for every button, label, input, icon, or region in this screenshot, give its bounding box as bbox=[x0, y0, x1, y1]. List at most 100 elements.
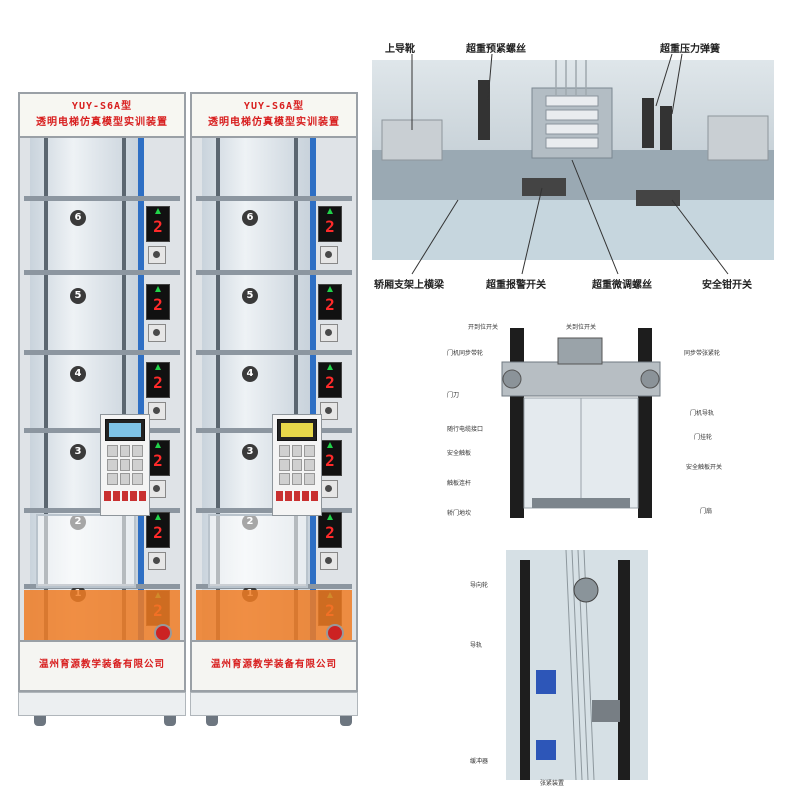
hall-call-button[interactable] bbox=[148, 552, 166, 570]
caster-wheel bbox=[164, 716, 176, 726]
cabinet-footer: 温州育源教学装备有限公司 bbox=[20, 640, 184, 690]
touch-screen[interactable] bbox=[105, 419, 145, 441]
car-door-operator-photo bbox=[492, 322, 670, 522]
floor-display: 2 bbox=[318, 512, 342, 548]
label-door-hanger: 门挂轮 bbox=[694, 434, 713, 441]
elevator-car bbox=[36, 514, 136, 588]
cabinet-plinth bbox=[18, 692, 186, 716]
floor-display: 2 bbox=[318, 440, 342, 476]
up-arrow-icon bbox=[155, 364, 161, 370]
floor-display: 2 bbox=[318, 362, 342, 398]
up-arrow-icon bbox=[327, 514, 333, 520]
hall-call-button[interactable] bbox=[320, 246, 338, 264]
shaft-illustration bbox=[506, 550, 648, 780]
label-sync-belt-tension-pulley: 同步带张紧轮 bbox=[684, 350, 721, 357]
floor-number: 5 bbox=[242, 288, 258, 304]
floor-number: 6 bbox=[242, 210, 258, 226]
floor-number: 6 bbox=[70, 210, 86, 226]
indicator-lights bbox=[104, 491, 146, 501]
hall-call-button[interactable] bbox=[148, 246, 166, 264]
up-arrow-icon bbox=[155, 286, 161, 292]
label-safety-edge: 安全触板 bbox=[447, 450, 472, 457]
label-close-limit-switch: 关到位开关 bbox=[566, 324, 597, 331]
cabinet-model: YUY-S6A型 bbox=[243, 101, 305, 112]
label-guide-pulley: 导向轮 bbox=[470, 582, 489, 589]
floor-display: 2 bbox=[146, 284, 170, 320]
label-door-panel: 门扇 bbox=[700, 508, 713, 515]
floor-beam bbox=[24, 270, 180, 275]
guide-rail bbox=[216, 138, 220, 642]
company-name: 温州育源教学装备有限公司 bbox=[210, 659, 337, 670]
floor-beam bbox=[24, 196, 180, 201]
door-operator-illustration bbox=[492, 322, 670, 522]
up-arrow-icon bbox=[327, 208, 333, 214]
hall-call-button[interactable] bbox=[148, 402, 166, 420]
up-arrow-icon bbox=[327, 364, 333, 370]
hall-call-button[interactable] bbox=[148, 324, 166, 342]
floor-display: 2 bbox=[318, 206, 342, 242]
floor-number: 5 bbox=[70, 288, 86, 304]
label-overload-preload-screw: 超重预紧螺丝 bbox=[466, 44, 526, 55]
hall-call-button[interactable] bbox=[320, 480, 338, 498]
control-panel[interactable] bbox=[272, 414, 322, 516]
floor-display: 2 bbox=[318, 284, 342, 320]
label-safety-edge-switch: 安全触板开关 bbox=[686, 464, 723, 471]
guide-rail bbox=[122, 138, 126, 642]
label-upper-guide-shoe: 上导靴 bbox=[385, 44, 415, 55]
hall-call-button[interactable] bbox=[320, 402, 338, 420]
touch-screen[interactable] bbox=[277, 419, 317, 441]
overload-device-photo bbox=[372, 60, 774, 260]
label-guide-rail: 导轨 bbox=[470, 642, 483, 649]
indicator-lights bbox=[276, 491, 318, 501]
label-overload-spring: 超重压力弹簧 bbox=[660, 44, 720, 55]
up-arrow-icon bbox=[327, 442, 333, 448]
floor-number: 4 bbox=[70, 366, 86, 382]
cabinet-header: YUY-S6A型 透明电梯仿真模型实训装置 bbox=[192, 94, 356, 138]
counterweight-rail bbox=[138, 138, 144, 642]
label-door-knife: 门刀 bbox=[447, 392, 460, 399]
guide-rail bbox=[44, 138, 48, 642]
label-buffer: 缓冲器 bbox=[470, 758, 489, 765]
label-door-guide-rail: 门机导轨 bbox=[690, 410, 715, 417]
floor-beam bbox=[196, 270, 352, 275]
floor-display: 2 bbox=[146, 362, 170, 398]
label-safety-gear-switch: 安全钳开关 bbox=[702, 280, 752, 291]
hall-call-button[interactable] bbox=[320, 552, 338, 570]
up-arrow-icon bbox=[155, 208, 161, 214]
floor-beam bbox=[196, 350, 352, 355]
cabinet-title: 透明电梯仿真模型实训装置 bbox=[36, 117, 168, 128]
hall-call-button[interactable] bbox=[148, 480, 166, 498]
control-panel[interactable] bbox=[100, 414, 150, 516]
keypad[interactable] bbox=[107, 445, 143, 485]
floor-number: 3 bbox=[242, 444, 258, 460]
guide-rail bbox=[294, 138, 298, 642]
label-door-sill: 轿门地坎 bbox=[447, 510, 472, 517]
caster-wheel bbox=[34, 716, 46, 726]
overload-device-illustration bbox=[372, 60, 774, 260]
cabinet-footer: 温州育源教学装备有限公司 bbox=[192, 640, 356, 690]
counterweight-rail bbox=[310, 138, 316, 642]
caster-wheel bbox=[206, 716, 218, 726]
up-arrow-icon bbox=[155, 514, 161, 520]
elevator-cabinet-right: YUY-S6A型 透明电梯仿真模型实训装置 6 5 4 3 2 1 2 2 2 … bbox=[190, 92, 358, 692]
hall-call-button[interactable] bbox=[320, 324, 338, 342]
label-tension-device: 张紧装置 bbox=[540, 780, 565, 787]
floor-number: 3 bbox=[70, 444, 86, 460]
shaft-pulley-photo bbox=[506, 550, 648, 780]
elevator-cabinet-left: YUY-S6A型 透明电梯仿真模型实训装置 6 5 4 3 2 1 2 2 2 … bbox=[18, 92, 186, 692]
keypad[interactable] bbox=[279, 445, 315, 485]
label-overload-alarm-switch: 超重报警开关 bbox=[486, 280, 546, 291]
label-car-frame-beam: 轿厢支架上横梁 bbox=[374, 280, 444, 291]
up-arrow-icon bbox=[155, 442, 161, 448]
caster-wheel bbox=[340, 716, 352, 726]
label-door-sync-pulley: 门机同步带轮 bbox=[447, 350, 484, 357]
elevator-car bbox=[208, 514, 308, 588]
label-traveling-cable-port: 随行电缆接口 bbox=[447, 426, 484, 433]
label-open-limit-switch: 开到位开关 bbox=[468, 324, 499, 331]
cabinet-header: YUY-S6A型 透明电梯仿真模型实训装置 bbox=[20, 94, 184, 138]
floor-number: 4 bbox=[242, 366, 258, 382]
floor-beam bbox=[24, 350, 180, 355]
cabinet-plinth bbox=[190, 692, 358, 716]
cabinet-title: 透明电梯仿真模型实训装置 bbox=[208, 117, 340, 128]
floor-display: 2 bbox=[146, 512, 170, 548]
